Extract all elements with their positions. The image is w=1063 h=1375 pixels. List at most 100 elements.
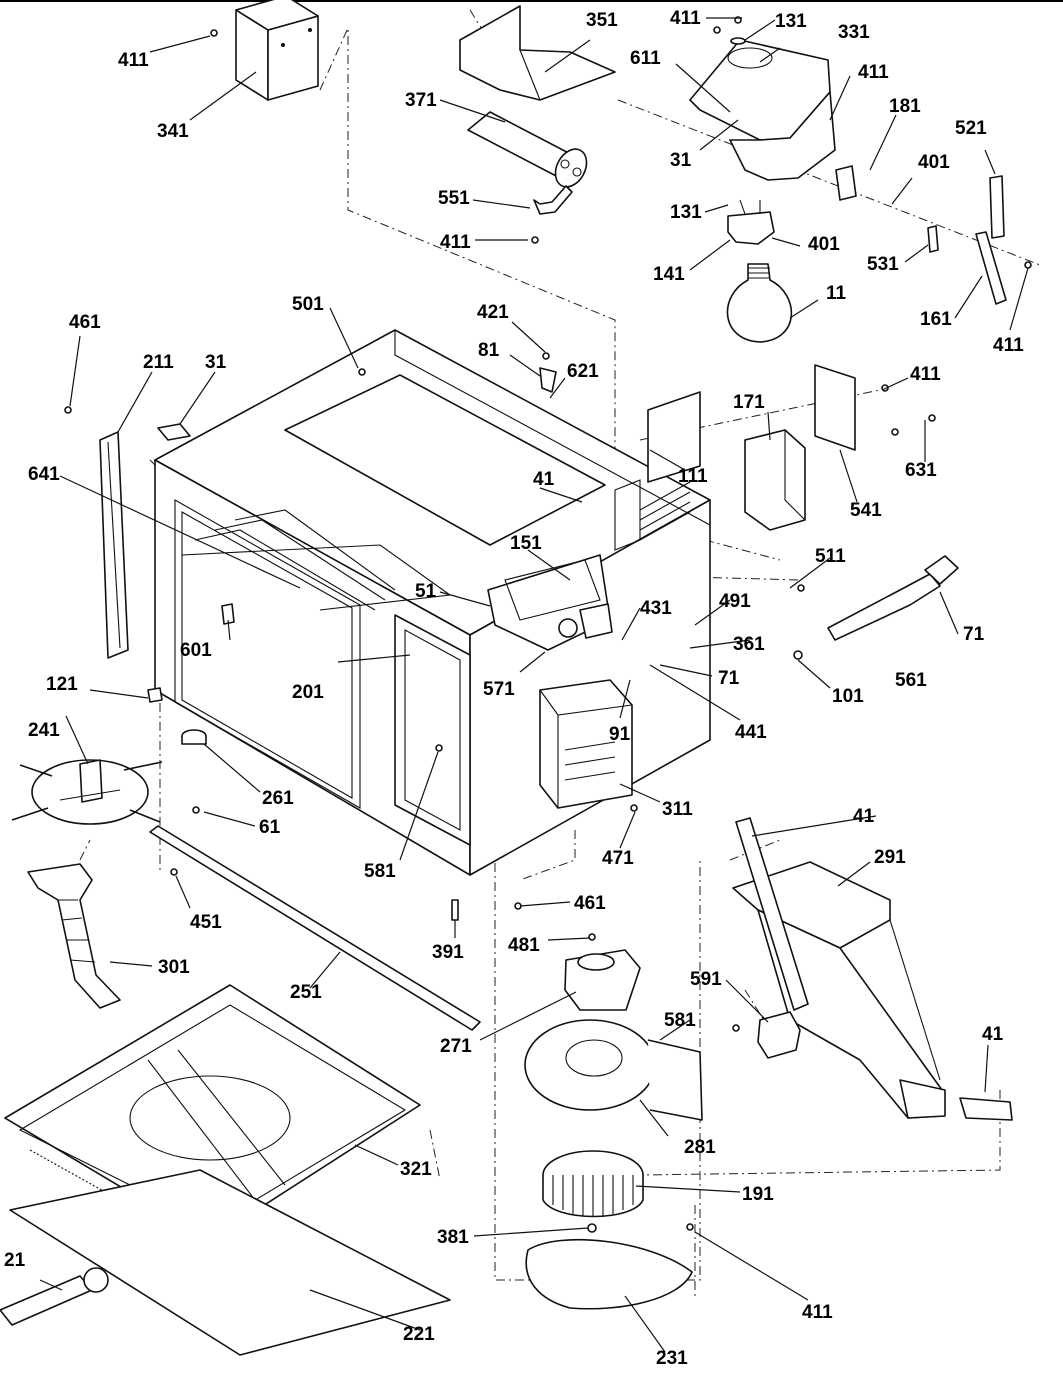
- callout-391: 391: [432, 942, 464, 963]
- panel-541: [814, 364, 856, 451]
- strip-41-icon: [735, 817, 1013, 1121]
- callout-501: 501: [292, 294, 324, 315]
- callout-111: 111: [678, 466, 708, 487]
- power-cord-71: [827, 555, 959, 641]
- screw-451-icon: [170, 868, 178, 876]
- callout-301: 301: [158, 957, 190, 978]
- oven-cavity-cabinet: [154, 329, 711, 876]
- capacitor-371: [467, 111, 588, 244]
- callout-51: 51: [415, 581, 437, 602]
- callout-621: 621: [567, 361, 599, 382]
- callout-431: 431: [640, 598, 672, 619]
- callout-41: 41: [982, 1024, 1004, 1045]
- callout-561: 561: [895, 670, 927, 691]
- callout-411: 411: [802, 1302, 833, 1323]
- callout-401: 401: [808, 234, 840, 255]
- callout-601: 601: [180, 640, 212, 661]
- duct-291: [732, 861, 946, 1119]
- spacer-261: [181, 729, 207, 745]
- callout-461: 461: [574, 893, 606, 914]
- callout-411: 411: [440, 232, 471, 253]
- callout-41: 41: [853, 806, 875, 827]
- capacitor-clip-551: [533, 185, 573, 215]
- callout-461: 461: [69, 312, 101, 333]
- washer-131-icon: [730, 37, 746, 45]
- callout-31: 31: [205, 352, 227, 373]
- callout-31: 31: [670, 150, 692, 171]
- callout-271: 271: [440, 1036, 472, 1057]
- callout-161: 161: [920, 309, 952, 330]
- air-guide-351: [459, 5, 616, 101]
- callout-441: 441: [735, 722, 767, 743]
- callout-231: 231: [656, 1348, 688, 1369]
- callout-551: 551: [438, 188, 470, 209]
- callout-541: 541: [850, 500, 882, 521]
- callout-611: 611: [630, 48, 661, 69]
- magnetron-51: [487, 554, 611, 651]
- fan-motor-bracket-151: [579, 603, 613, 639]
- transformer-311: [539, 679, 633, 809]
- callout-631: 631: [905, 460, 937, 481]
- callout-151: 151: [510, 533, 542, 554]
- latch-121: [147, 687, 163, 703]
- turntable-motor-241: [11, 759, 163, 825]
- callout-101: 101: [832, 686, 864, 707]
- callout-351: 351: [586, 10, 618, 31]
- screw-411-icon: [210, 29, 218, 37]
- screw-391-icon: [451, 899, 459, 921]
- callout-41: 41: [533, 469, 555, 490]
- panel-111: [647, 391, 701, 483]
- fuse-521: [989, 175, 1005, 239]
- callout-381: 381: [437, 1227, 469, 1248]
- screw-461-icon: [64, 406, 72, 414]
- blower-housing-281: [524, 1019, 703, 1121]
- callout-181: 181: [889, 96, 921, 117]
- callout-411: 411: [670, 8, 701, 29]
- callout-451: 451: [190, 912, 222, 933]
- callout-141: 141: [653, 264, 685, 285]
- relay-591: [757, 1011, 801, 1059]
- callout-481: 481: [508, 935, 540, 956]
- callout-81: 81: [478, 340, 500, 361]
- high-voltage-capacitor-601: [221, 603, 235, 625]
- lamp-socket-141: [727, 199, 775, 245]
- callout-591: 591: [690, 969, 722, 990]
- callout-411: 411: [118, 50, 149, 71]
- callout-401: 401: [918, 152, 950, 173]
- callout-labels: 411 341 351 371 551 411 411 131 331 611 …: [4, 8, 1024, 1369]
- callout-531: 531: [867, 254, 899, 275]
- callout-421: 421: [477, 302, 509, 323]
- screw-411-icon: [531, 236, 539, 244]
- switch-181: [835, 165, 857, 201]
- callout-581: 581: [364, 861, 396, 882]
- bracket-341: [210, 0, 319, 101]
- callout-11: 11: [826, 283, 847, 304]
- callout-171: 171: [733, 392, 765, 413]
- rod-251: [149, 825, 481, 1031]
- bracket-171: [744, 429, 806, 531]
- callout-241: 241: [28, 720, 60, 741]
- callout-491: 491: [719, 591, 751, 612]
- roller-21: [0, 1267, 109, 1326]
- misc-screws: [192, 352, 936, 1231]
- callout-371: 371: [405, 90, 437, 111]
- leader-lines: [39, 17, 1029, 1353]
- callout-521: 521: [955, 118, 987, 139]
- callout-251: 251: [290, 982, 322, 1003]
- callout-21: 21: [4, 1250, 26, 1271]
- fan-blade-191: [542, 1150, 644, 1218]
- callout-61: 61: [259, 817, 281, 838]
- callout-411: 411: [993, 335, 1024, 356]
- callout-331: 331: [838, 22, 870, 43]
- screw-411-icon: [713, 26, 721, 34]
- callout-581: 581: [664, 1010, 696, 1031]
- fuse-holder-531: [927, 225, 939, 253]
- glass-plate-221: [9, 1169, 451, 1356]
- callout-571: 571: [483, 679, 515, 700]
- callout-311: 311: [662, 799, 693, 820]
- callout-641: 641: [28, 464, 60, 485]
- callout-211: 211: [143, 352, 174, 373]
- callout-281: 281: [684, 1137, 716, 1158]
- callout-321: 321: [400, 1159, 432, 1180]
